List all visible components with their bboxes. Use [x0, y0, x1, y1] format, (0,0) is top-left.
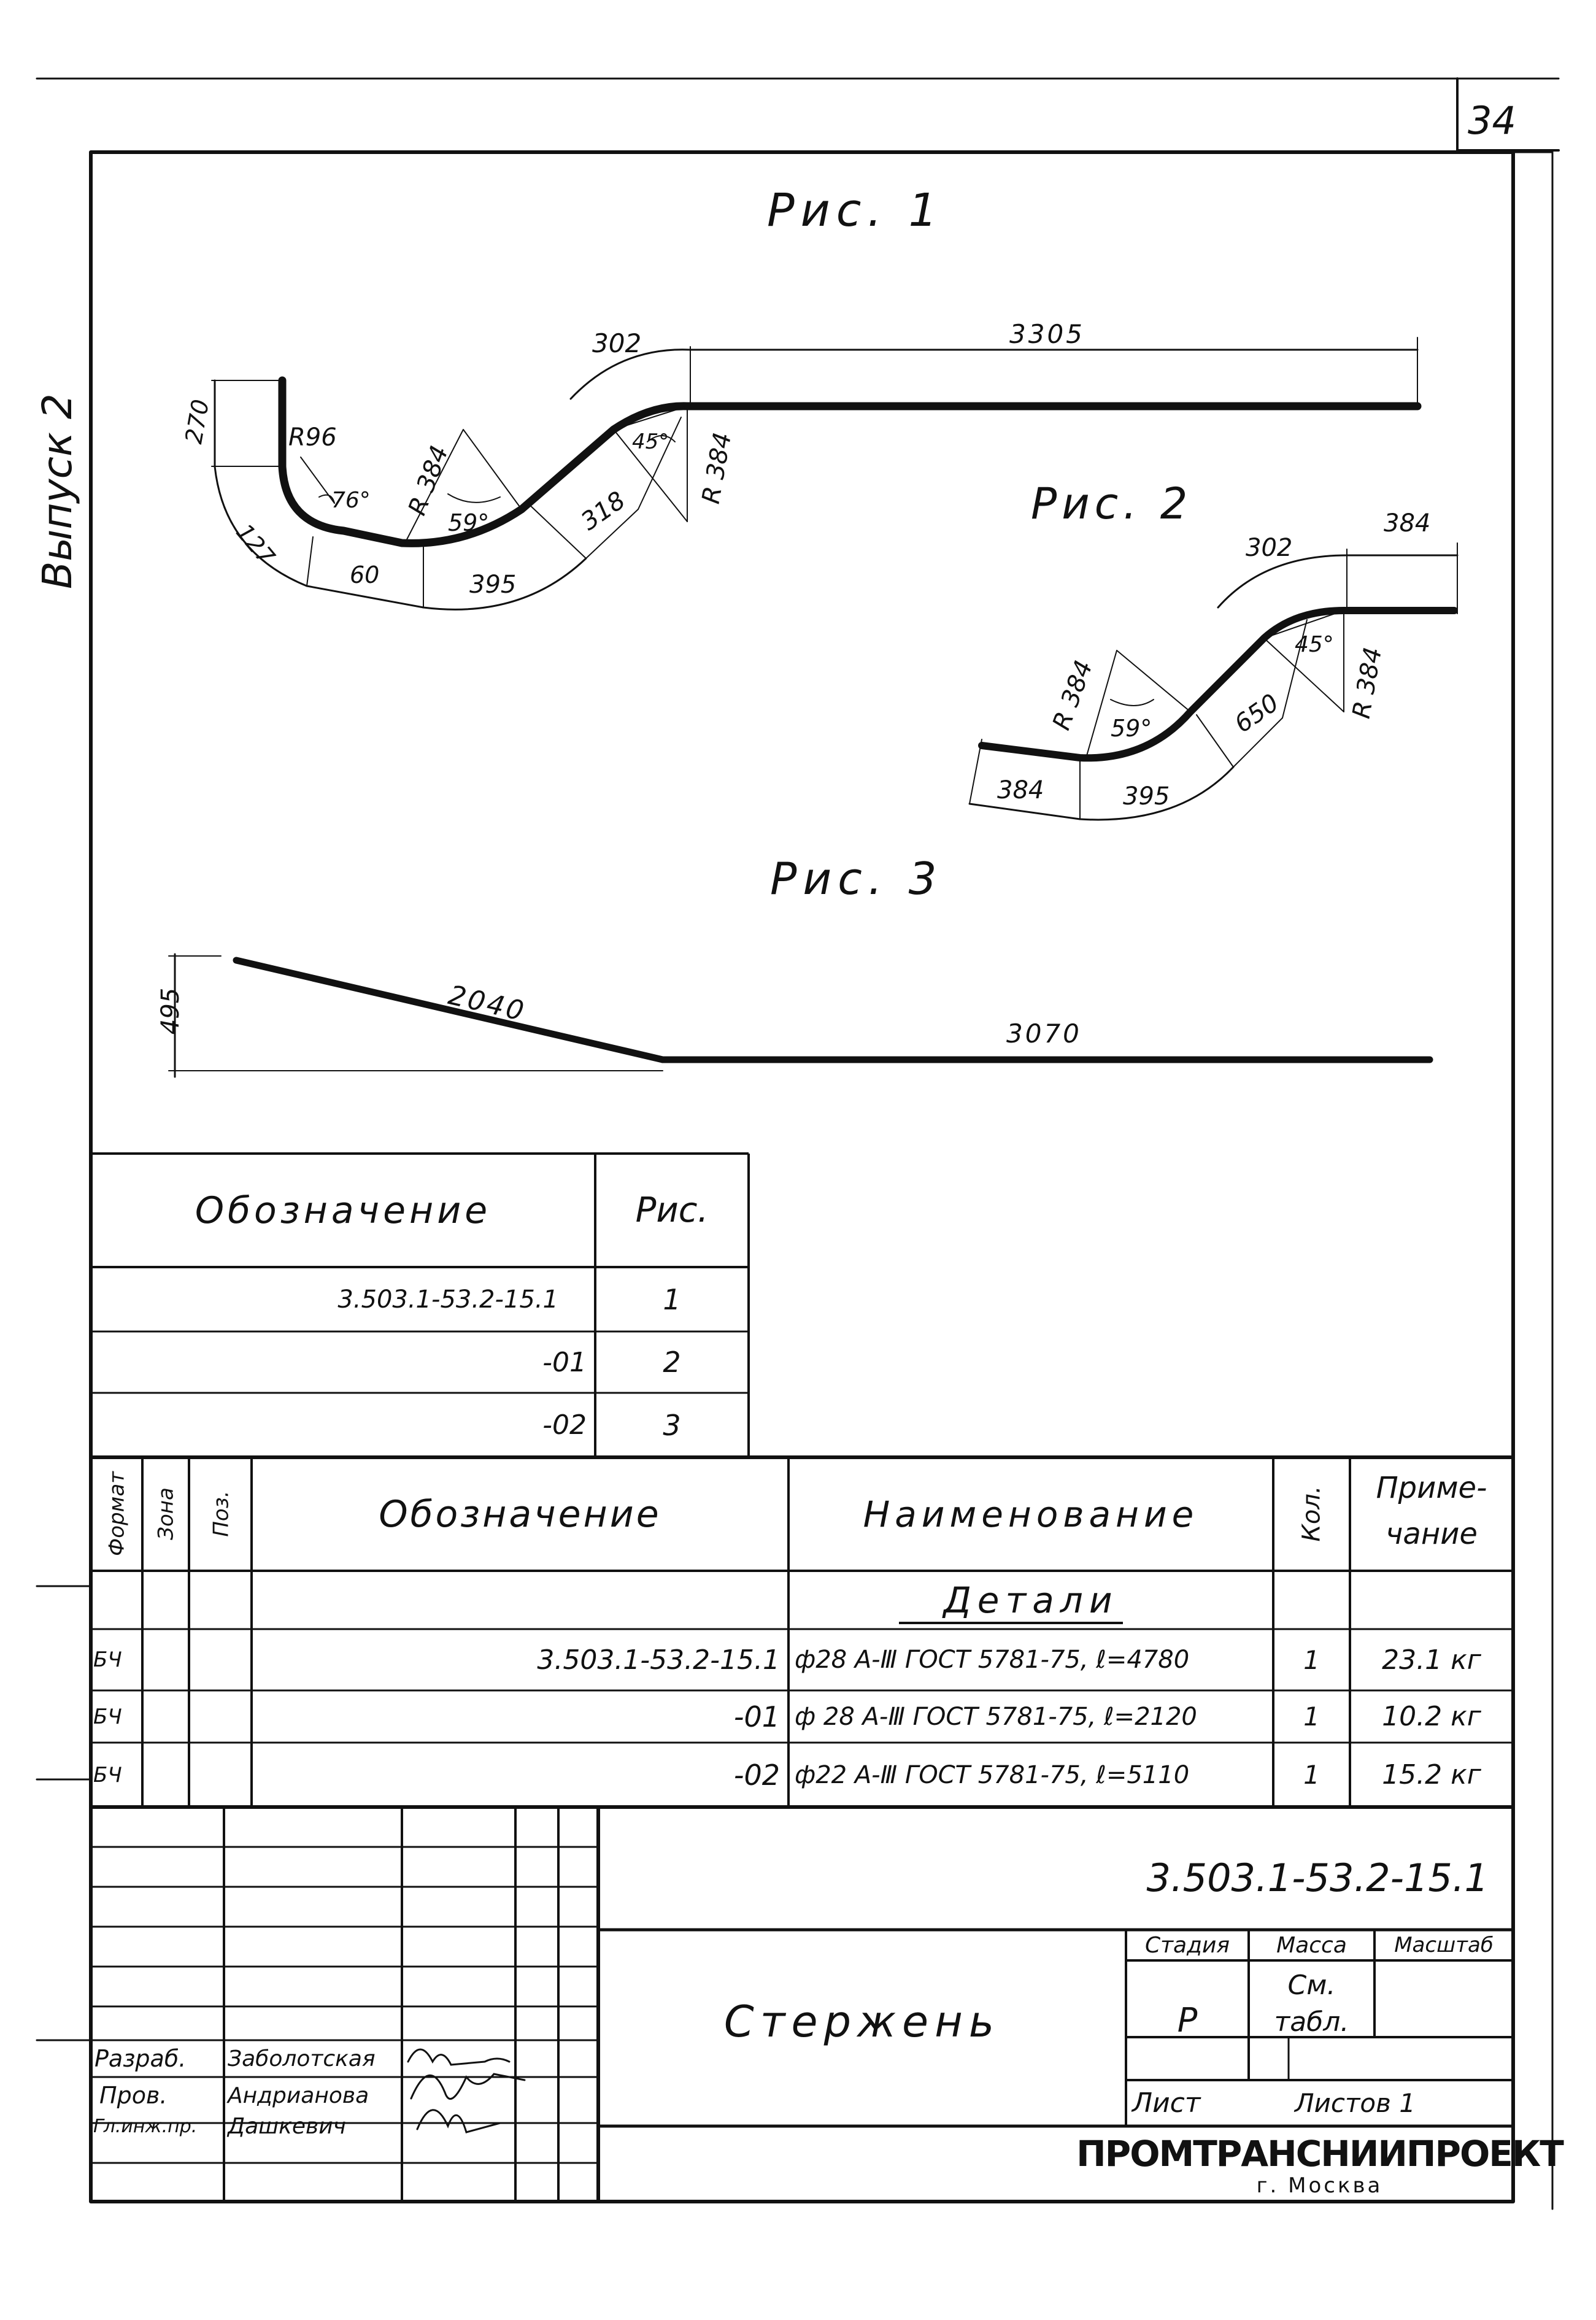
spec-row-3-name: ф22 А-Ⅲ ГОСТ 5781-75, ℓ=5110 [795, 1760, 1190, 1789]
fig1-dim-302: 302 [592, 328, 642, 358]
document-code: 3.503.1-53.2-15.1 [1146, 1855, 1489, 1900]
fig1-dim-45deg: 45° [632, 430, 669, 454]
spec-row-2-name: ф 28 А-Ⅲ ГОСТ 5781-75, ℓ=2120 [795, 1702, 1197, 1731]
ref-row-2-code: -01 [542, 1346, 587, 1378]
staff-role-checker: Пров. [99, 2082, 168, 2109]
fig2-dim-45deg: 45° [1295, 632, 1334, 657]
ref-header-designation: Обозначение [195, 1189, 492, 1232]
signatures [407, 2048, 526, 2133]
sheets-count: Листов 1 [1295, 2088, 1416, 2118]
fig2-dim-384-top: 384 [1384, 509, 1431, 538]
stage-value: Р [1177, 2001, 1198, 2040]
spec-row-1-designation: 3.503.1-53.2-15.1 [537, 1644, 780, 1676]
spec-table-grid [91, 1455, 1513, 1809]
spec-row-3-note: 15.2 кг [1382, 1759, 1481, 1790]
spec-header-pos: Поз. [209, 1490, 234, 1537]
scale-label: Масштаб [1394, 1933, 1494, 1957]
spec-header-name: Наименование [863, 1493, 1199, 1535]
staff-name-chief-engineer: Дашкевич [228, 2113, 346, 2139]
fig1-dim-r96: R96 [288, 423, 337, 452]
fig2-dim-395: 395 [1123, 782, 1170, 811]
mass-value-2: табл. [1274, 2006, 1349, 2038]
fig2-dim-302: 302 [1246, 534, 1293, 562]
spec-row-1-format: БЧ [93, 1648, 122, 1672]
fig1-dim-76deg: 76° [331, 488, 371, 513]
stage-label: Стадия [1144, 1932, 1230, 1958]
spec-row-3-qty: 1 [1303, 1760, 1320, 1790]
ref-row-1-fig: 1 [663, 1282, 681, 1316]
reference-table-grid [91, 1152, 750, 1457]
fig1-dim-59deg: 59° [448, 509, 490, 536]
organization-name: ПРОМТРАНСНИИПРОЕКТ [1076, 2133, 1564, 2175]
spec-header-qty: Кол. [1297, 1486, 1326, 1542]
fig1-dim-60: 60 [350, 561, 380, 588]
ref-row-3-code: -02 [542, 1409, 587, 1441]
ref-row-1-code: 3.503.1-53.2-15.1 [337, 1285, 558, 1314]
sheet-label: Лист [1132, 2087, 1201, 2119]
mass-label: Масса [1276, 1932, 1347, 1958]
part-name: Стержень [723, 1997, 1001, 2047]
spec-header-designation: Обозначение [379, 1492, 661, 1536]
issue-label: Выпуск 2 [34, 393, 81, 589]
ref-header-fig: Рис. [635, 1190, 709, 1230]
staff-name-developer: Заболотская [228, 2046, 376, 2071]
staff-name-checker: Андрианова [228, 2083, 369, 2108]
spec-row-1-name: ф28 А-Ⅲ ГОСТ 5781-75, ℓ=4780 [795, 1646, 1190, 1674]
spec-row-3-format: БЧ [93, 1762, 122, 1787]
fig2-dim-59deg: 59° [1111, 715, 1152, 742]
ref-row-3-fig: 3 [663, 1408, 681, 1442]
spec-header-zone: Зона [153, 1487, 179, 1540]
fig2-dim-384-left: 384 [997, 776, 1044, 804]
spec-row-1-qty: 1 [1303, 1644, 1320, 1675]
figure-1-drawing [211, 337, 1422, 611]
spec-row-2-format: БЧ [93, 1704, 122, 1729]
staff-role-developer: Разраб. [94, 2045, 187, 2072]
spec-header-format: Формат [104, 1471, 129, 1556]
figure-3-title: Рис. 3 [770, 853, 943, 904]
spec-row-3-designation: -02 [733, 1758, 780, 1792]
spec-row-2-designation: -01 [733, 1700, 780, 1733]
spec-row-1-note: 23.1 кг [1382, 1644, 1481, 1676]
figure-2-title: Рис. 2 [1031, 479, 1193, 529]
organization-city: г. Москва [1256, 2173, 1383, 2198]
fig1-dim-3305: 3305 [1009, 319, 1085, 349]
mass-value-1: См. [1287, 1969, 1336, 2001]
staff-role-chief-engineer: Гл.инж.пр. [93, 2115, 198, 2137]
fig3-dim-3070: 3070 [1006, 1019, 1082, 1049]
figure-3-drawing [168, 953, 1433, 1078]
spec-row-2-note: 10.2 кг [1382, 1701, 1481, 1732]
figure-1-title: Рис. 1 [767, 184, 944, 237]
spec-header-note-2: чание [1386, 1517, 1478, 1551]
spec-section-title: Детали [943, 1579, 1119, 1621]
spec-row-2-qty: 1 [1303, 1701, 1320, 1732]
spec-header-note-1: Приме- [1376, 1471, 1487, 1505]
sheet-number: 34 [1468, 98, 1516, 143]
fig1-dim-395: 395 [469, 571, 517, 599]
fig3-dim-495: 495 [156, 987, 185, 1035]
ref-row-2-fig: 2 [663, 1346, 681, 1379]
figure-2-drawing [968, 542, 1459, 821]
